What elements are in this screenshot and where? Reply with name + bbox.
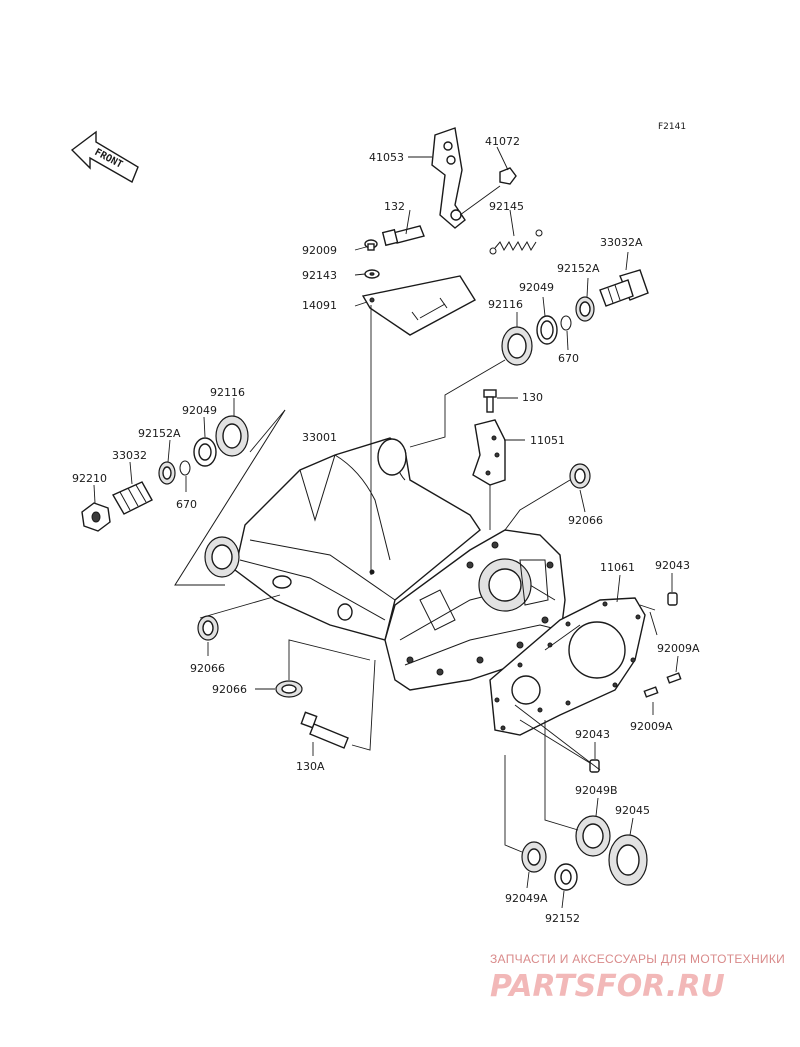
label-132: 132	[384, 200, 405, 213]
watermark-tagline: ЗАПЧАСТИ И АКСЕССУАРЫ ДЛЯ МОТОТЕХНИКИ	[490, 952, 785, 966]
label-130A: 130A	[296, 760, 325, 773]
label-92210: 92210	[72, 472, 107, 485]
label-670-right: 670	[558, 352, 579, 365]
bearing-92116-right	[501, 326, 533, 366]
cap-92066-left	[197, 615, 219, 641]
label-11051: 11051	[530, 434, 565, 447]
label-92066-left: 92066	[190, 662, 225, 675]
cover-11061	[489, 597, 646, 736]
label-130: 130	[522, 391, 543, 404]
label-14091: 14091	[302, 299, 337, 312]
label-41053: 41053	[369, 151, 404, 164]
front-direction-arrow: FRONT	[70, 130, 139, 184]
label-92043-bottom: 92043	[575, 728, 610, 741]
bearing-92045	[608, 834, 648, 886]
label-92049-left: 92049	[182, 404, 217, 417]
label-92049B: 92049B	[575, 784, 618, 797]
label-92045: 92045	[615, 804, 650, 817]
seal-92049-left	[193, 437, 217, 467]
seal-92049A	[521, 841, 547, 873]
seal-92049B	[575, 815, 611, 857]
bolt-92009A-bottom	[643, 686, 659, 698]
dowel-92043-top	[667, 592, 678, 606]
cap-92066-right	[569, 463, 591, 489]
circlip-670-right	[560, 315, 572, 331]
label-41072: 41072	[485, 135, 520, 148]
label-92049A: 92049A	[505, 892, 548, 905]
label-11061: 11061	[600, 561, 635, 574]
label-92143: 92143	[302, 269, 337, 282]
figure-code: F2141	[658, 122, 686, 132]
nut-41072	[499, 167, 517, 185]
label-92049-right: 92049	[519, 281, 554, 294]
collar-92152	[554, 863, 578, 891]
label-92152: 92152	[545, 912, 580, 925]
collar-92152A-right	[575, 296, 595, 322]
label-92009A-bottom: 92009A	[630, 720, 673, 733]
pivot-shaft-33032A	[599, 269, 649, 307]
bolt-92009-top	[364, 239, 378, 251]
label-92066-right: 92066	[568, 514, 603, 527]
pivot-shaft-33032	[112, 481, 153, 515]
collar-92152A-left	[158, 461, 176, 485]
label-92116-right: 92116	[488, 298, 523, 311]
label-92145: 92145	[489, 200, 524, 213]
label-670-left: 670	[176, 498, 197, 511]
brake-torque-link-41053	[431, 127, 466, 229]
bolt-132	[381, 225, 425, 247]
plate-14091	[361, 275, 476, 336]
spring-92145	[489, 229, 543, 255]
label-33032A: 33032A	[600, 236, 643, 249]
washer-92143	[364, 269, 380, 279]
label-92043-top: 92043	[655, 559, 690, 572]
label-92152A-left: 92152A	[138, 427, 181, 440]
bearing-92116-left	[215, 415, 249, 457]
watermark-brand-logo: PARTSFOR.RU	[490, 969, 725, 1004]
nut-92210	[81, 502, 111, 532]
bracket-11051	[472, 419, 506, 486]
label-92066-bottom: 92066	[212, 683, 247, 696]
bolt-130A	[300, 711, 349, 749]
label-33001: 33001	[302, 431, 337, 444]
label-33032: 33032	[112, 449, 147, 462]
cap-92066-bottom	[275, 680, 303, 698]
seal-92049-right	[536, 315, 558, 345]
bolt-92009A-top	[666, 672, 682, 684]
label-92009-top: 92009	[302, 244, 337, 257]
label-92152A-right: 92152A	[557, 262, 600, 275]
label-92009A-top: 92009A	[657, 642, 700, 655]
label-92116-left: 92116	[210, 386, 245, 399]
bolt-130	[483, 389, 497, 413]
circlip-670-left	[179, 460, 191, 476]
swing-arm-33001	[174, 409, 566, 691]
